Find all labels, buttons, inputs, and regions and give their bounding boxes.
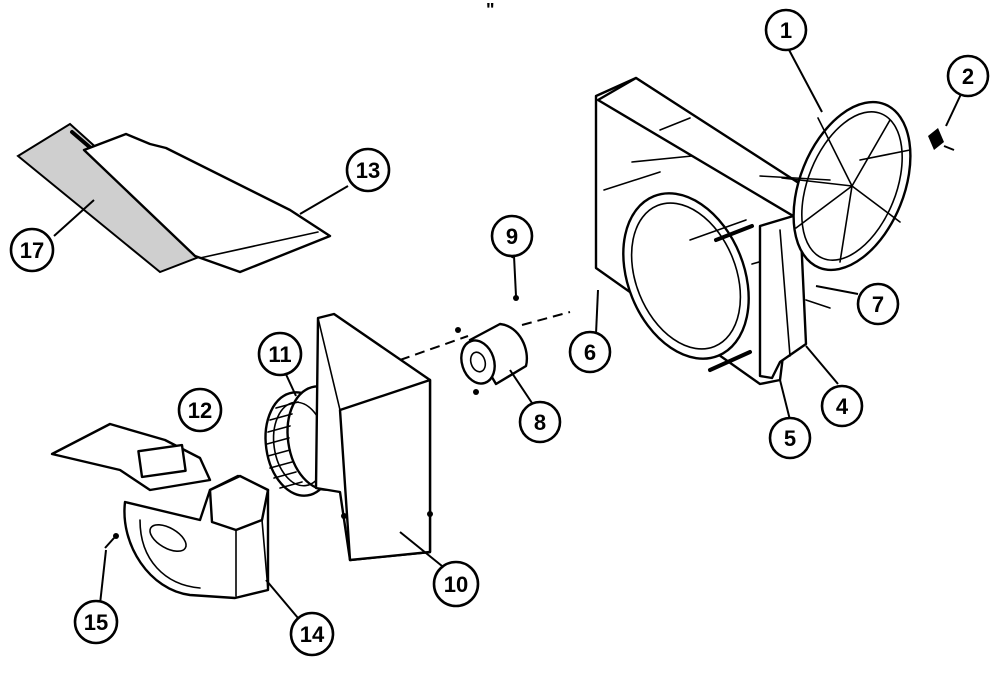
callout-4: 4	[820, 384, 864, 428]
assembly-line-shaft	[521, 311, 571, 326]
callout-11: 11	[257, 331, 303, 377]
assembly-line-motor	[399, 335, 469, 361]
part-9-screw	[513, 255, 519, 301]
svg-text:9: 9	[506, 224, 518, 249]
svg-text:12: 12	[188, 398, 212, 423]
callout-10: 10	[432, 560, 480, 608]
leader-lines	[53, 47, 963, 619]
part-13-panel	[82, 132, 332, 274]
callout-6: 6	[568, 330, 612, 374]
svg-text:14: 14	[300, 622, 325, 647]
part-14-blower-housing	[123, 474, 270, 600]
svg-text:2: 2	[962, 64, 974, 89]
part-8-motor	[455, 322, 529, 395]
part-15-screw	[104, 533, 119, 549]
svg-text:11: 11	[268, 342, 291, 367]
svg-text:8: 8	[534, 410, 546, 435]
callout-7: 7	[856, 282, 900, 326]
callout-13: 13	[345, 147, 391, 193]
part-5-bracket	[708, 224, 754, 372]
svg-text:6: 6	[584, 340, 596, 365]
callout-17: 17	[9, 227, 55, 273]
header-mark: "	[486, 0, 495, 20]
part-1-fan-guard	[759, 100, 912, 272]
svg-text:1: 1	[780, 18, 792, 43]
svg-text:10: 10	[444, 572, 468, 597]
svg-text:5: 5	[784, 426, 796, 451]
callout-1: 1	[764, 8, 808, 52]
part-10-mounting-plate	[314, 312, 433, 562]
callout-5: 5	[768, 416, 812, 460]
svg-text:13: 13	[356, 158, 380, 183]
callout-15: 15	[73, 599, 119, 645]
callout-12: 12	[177, 387, 223, 433]
svg-text:15: 15	[84, 610, 108, 635]
svg-text:4: 4	[836, 394, 849, 419]
svg-text:17: 17	[20, 238, 44, 263]
part-2-screw	[928, 128, 955, 151]
callout-9: 9	[490, 214, 534, 258]
callout-14: 14	[289, 611, 335, 657]
svg-text:7: 7	[872, 292, 884, 317]
callout-2: 2	[946, 54, 990, 98]
part-12-top-panel	[50, 422, 212, 492]
callout-8: 8	[518, 400, 562, 444]
